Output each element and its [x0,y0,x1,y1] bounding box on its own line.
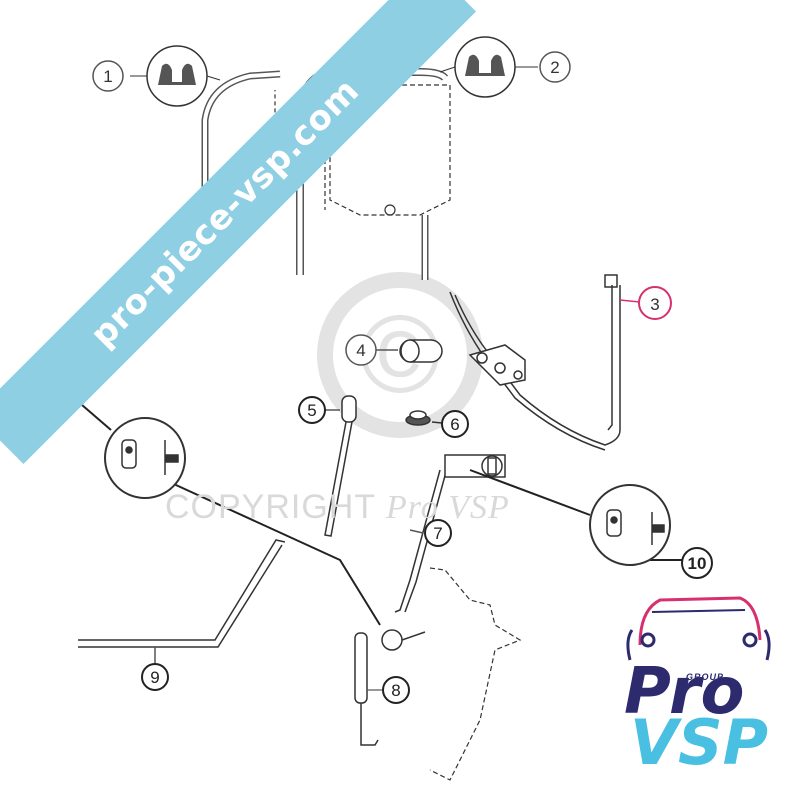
svg-text:1: 1 [103,67,112,86]
logo-vsp-text: VSP [630,706,769,779]
clip-detail-10 [589,484,671,566]
grommet-part [405,410,443,426]
lock-mechanism [354,567,522,781]
seal-detail-1 [130,45,221,107]
callout-8: 8 [382,676,410,704]
callout-5: 5 [298,396,326,424]
seal-detail-2 [439,36,538,98]
callout-9: 9 [141,663,169,691]
callout-4: 4 [345,334,377,366]
callout-1: 1 [92,60,124,92]
svg-text:6: 6 [450,415,459,434]
rod-9 [78,539,286,665]
svg-text:4: 4 [356,341,365,360]
logo-group-text: GROUP [686,672,725,682]
callout-7: 7 [424,519,452,547]
svg-text:3: 3 [650,295,659,314]
bushing-part [376,339,443,363]
rod-7 [394,454,506,613]
callout-6: 6 [441,410,469,438]
logo-pro-text: Pro [624,655,745,729]
svg-text:10: 10 [688,554,707,573]
logo-car-icon [626,596,771,661]
copyright-brand: Pro VSP [385,489,510,526]
copyright-text: COPYRIGHT Pro VSP [165,488,645,528]
svg-text:9: 9 [150,668,159,687]
svg-text:2: 2 [550,58,559,77]
callout-2: 2 [539,51,571,83]
svg-text:5: 5 [307,401,316,420]
rod-5 [324,395,357,537]
clip-detail-11 [104,417,186,499]
copyright-word: COPYRIGHT [165,488,376,526]
callout-10: 10 [681,547,713,579]
svg-text:8: 8 [391,681,400,700]
window-regulator [449,274,641,451]
svg-text:7: 7 [433,524,442,543]
callout-3: 3 [638,286,672,320]
